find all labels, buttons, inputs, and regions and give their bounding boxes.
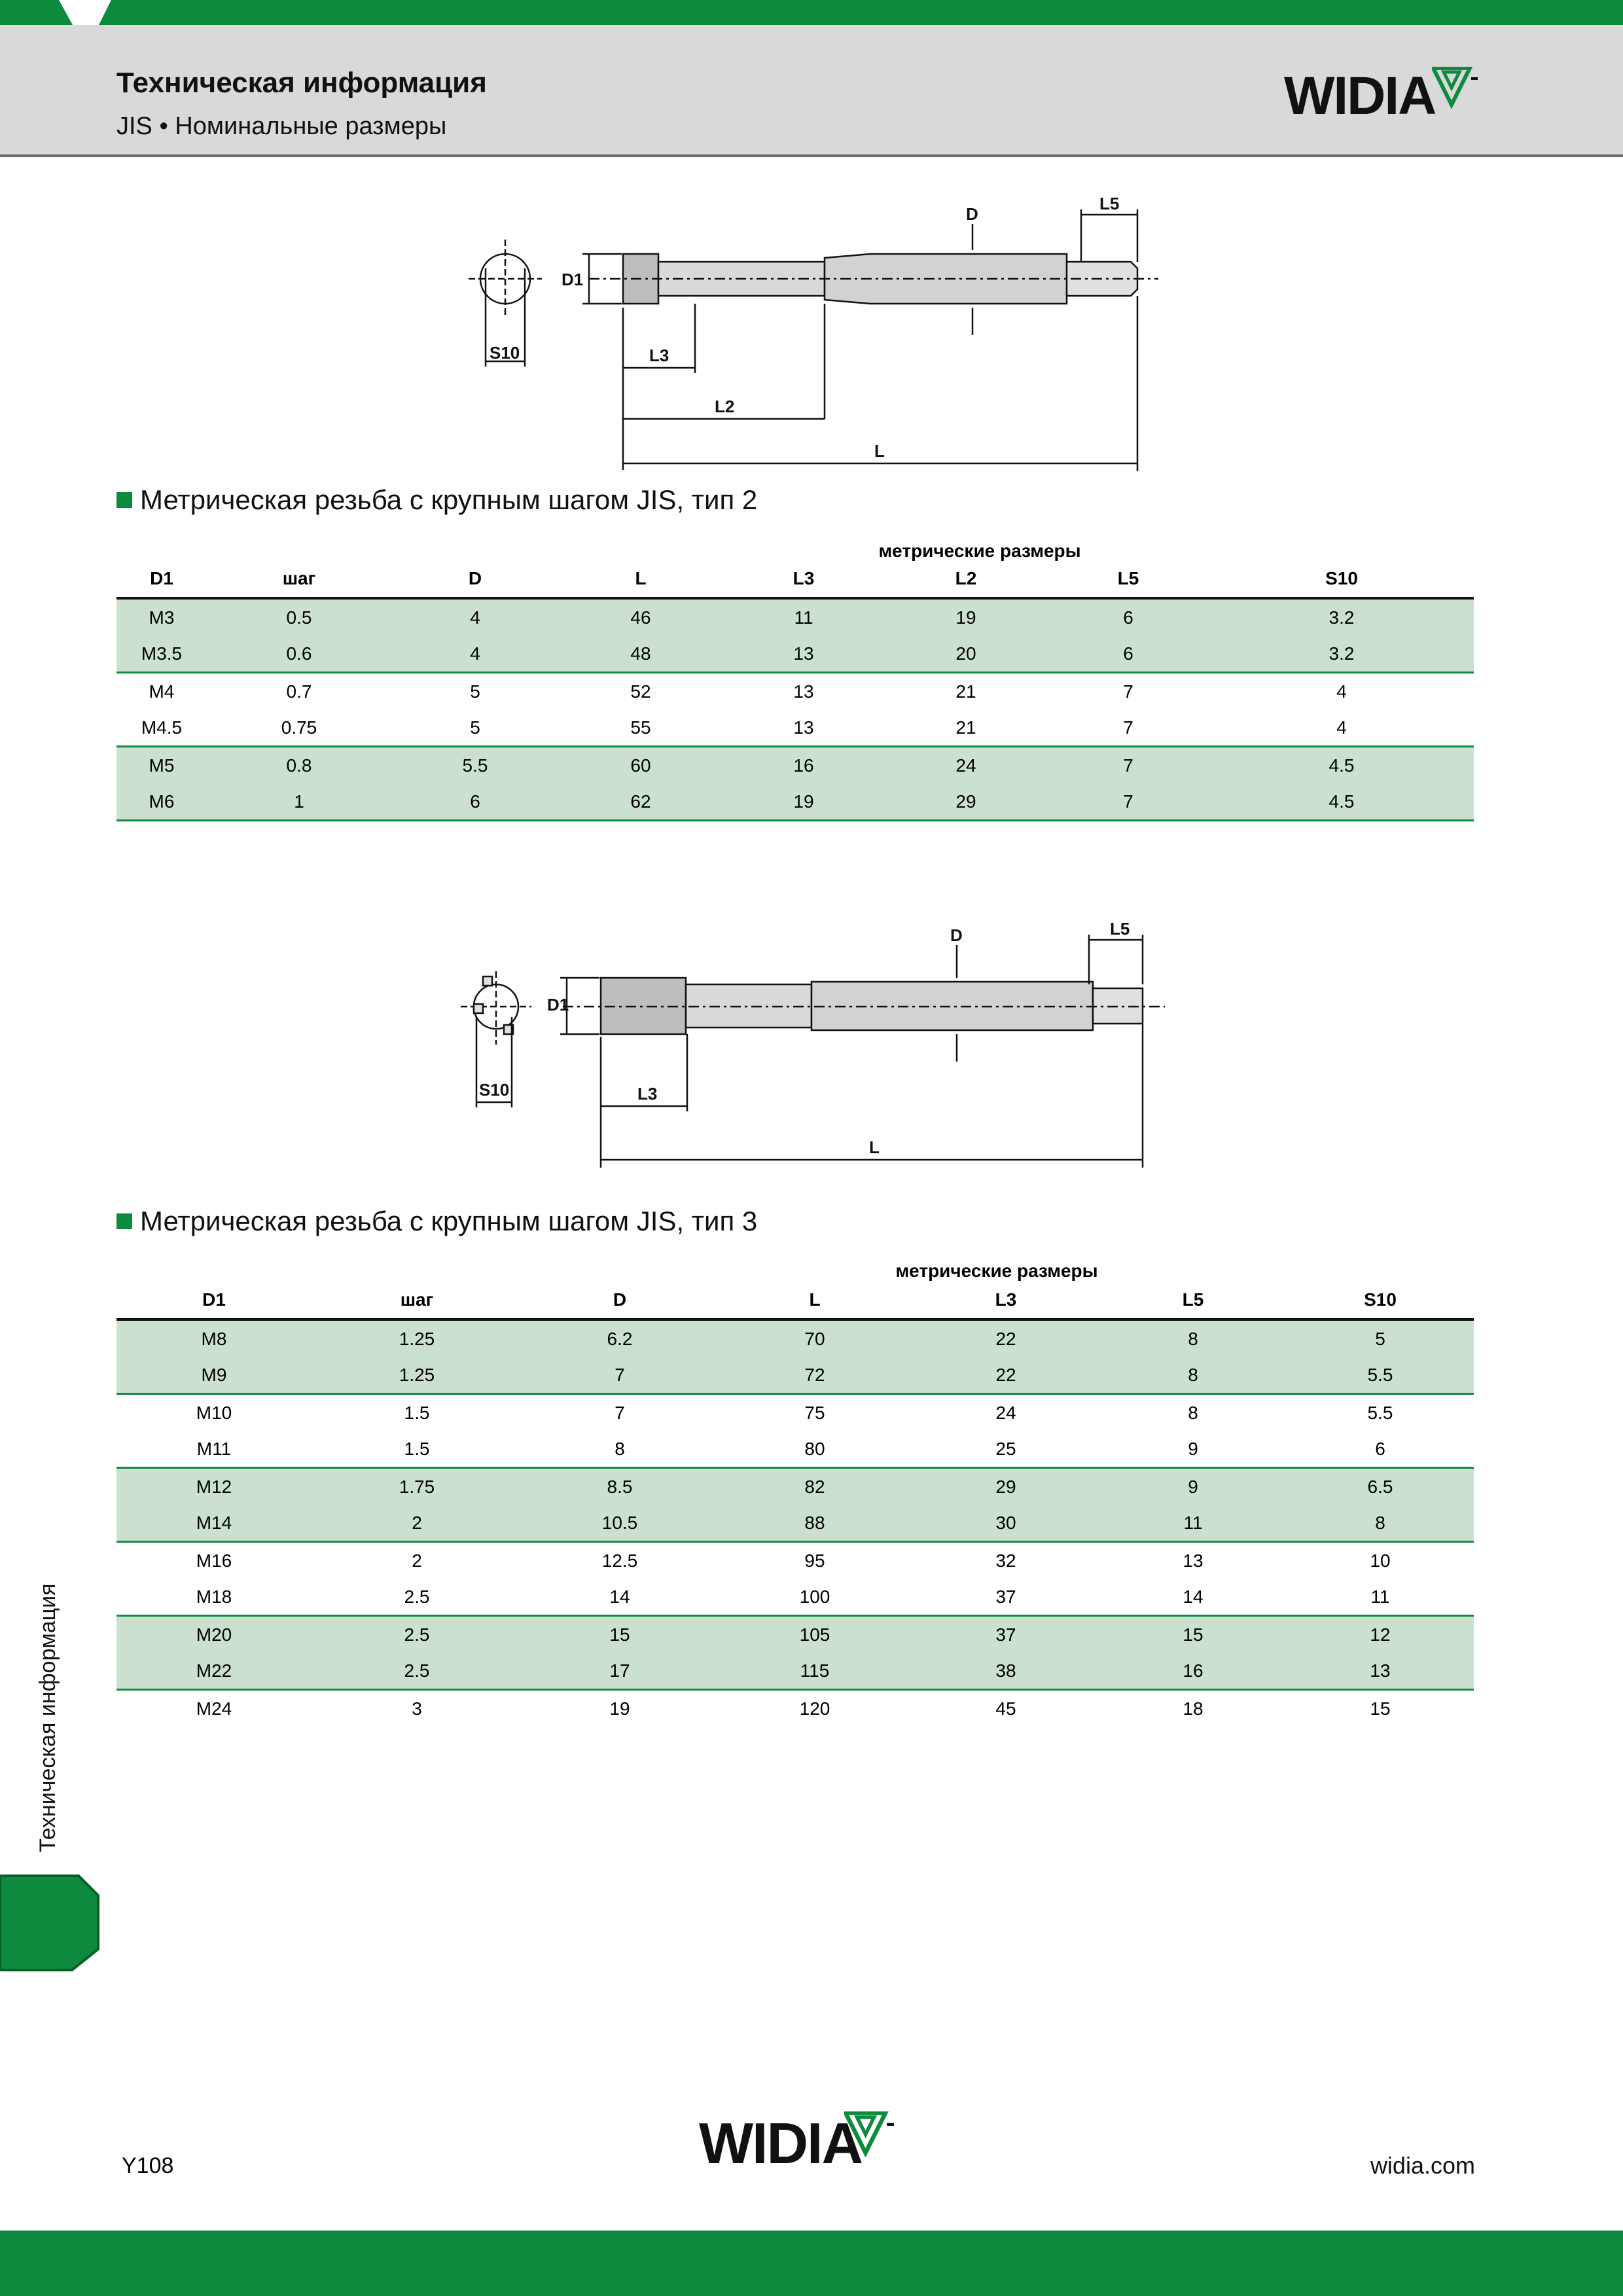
section1-title-text: Метрическая резьба с крупным шагом JIS, …	[140, 484, 758, 515]
col-l2: L2	[885, 560, 1047, 600]
logo-wordmark: WIDIA	[1284, 66, 1436, 126]
col-pitch: шаг	[312, 1282, 522, 1321]
top-green-band	[0, 0, 1623, 25]
col-l5: L5	[1099, 1282, 1287, 1321]
dim-label-l: L	[869, 1138, 880, 1157]
tap-drawing-type3: D L5 D1 S10 L3 L	[461, 919, 1165, 1168]
dim-label-l5: L5	[1099, 194, 1119, 213]
section2-group-label: метрические размеры	[895, 1261, 1098, 1281]
dim-label-s10: S10	[490, 343, 520, 363]
sidebar-label: Техническая информация	[35, 1583, 60, 1852]
col-d1: D1	[116, 1282, 312, 1321]
section2-title: Метрическая резьба с крупным шагом JIS, …	[116, 1206, 757, 1237]
col-l5: L5	[1047, 560, 1209, 600]
col-d1: D1	[116, 560, 207, 600]
website-link[interactable]: widia.com	[1370, 2152, 1475, 2179]
sidebar-tab	[0, 1874, 99, 1971]
col-l3: L3	[912, 1282, 1099, 1321]
dim-label-d: D	[966, 204, 978, 224]
logo-wordmark: WIDIA	[699, 2111, 863, 2176]
col-l3: L3	[722, 560, 885, 600]
dim-label-l: L	[874, 441, 885, 461]
shank	[810, 980, 1094, 1031]
page-number: Y108	[122, 2153, 174, 2178]
widia-triangles-icon	[844, 2111, 894, 2157]
section2-title-text: Метрическая резьба с крупным шагом JIS, …	[140, 1206, 758, 1236]
bottom-green-band	[0, 2231, 1623, 2296]
page-title: Техническая информация	[116, 67, 487, 99]
dim-label-l5: L5	[1110, 919, 1130, 939]
section1-group-label: метрические размеры	[878, 541, 1081, 561]
col-s10: S10	[1209, 560, 1474, 600]
col-l: L	[717, 1282, 912, 1321]
table-header-row: D1 шаг D L L3 L5 S10	[116, 1282, 1474, 1321]
page-subtitle: JIS • Номинальные размеры	[116, 113, 447, 140]
col-s10: S10	[1287, 1282, 1474, 1321]
green-square-icon	[116, 492, 132, 508]
tap-drawing-type2: D L5 D1 S10 L3 L2 L	[469, 194, 1158, 471]
dim-label-l2: L2	[715, 397, 734, 416]
green-square-icon	[116, 1213, 132, 1229]
table-header-row: D1 шаг D L L3 L2 L5 S10	[116, 560, 1474, 600]
section1-title: Метрическая резьба с крупным шагом JIS, …	[116, 484, 757, 516]
dim-label-d1: D1	[547, 995, 569, 1014]
dim-label-s10: S10	[479, 1080, 509, 1100]
widia-triangles-icon	[1432, 67, 1478, 109]
dim-label-d: D	[950, 925, 963, 945]
header-logo: WIDIA	[1284, 65, 1478, 127]
col-pitch: шаг	[207, 560, 391, 600]
dim-label-d1: D1	[562, 270, 583, 289]
dim-label-l3: L3	[649, 346, 669, 365]
page-header: Техническая информация JIS • Номинальные…	[0, 25, 1623, 157]
col-d: D	[391, 560, 559, 600]
footer-logo: WIDIA	[699, 2110, 894, 2177]
col-l: L	[559, 560, 722, 600]
col-d: D	[522, 1282, 717, 1321]
dim-label-l3: L3	[637, 1084, 657, 1103]
